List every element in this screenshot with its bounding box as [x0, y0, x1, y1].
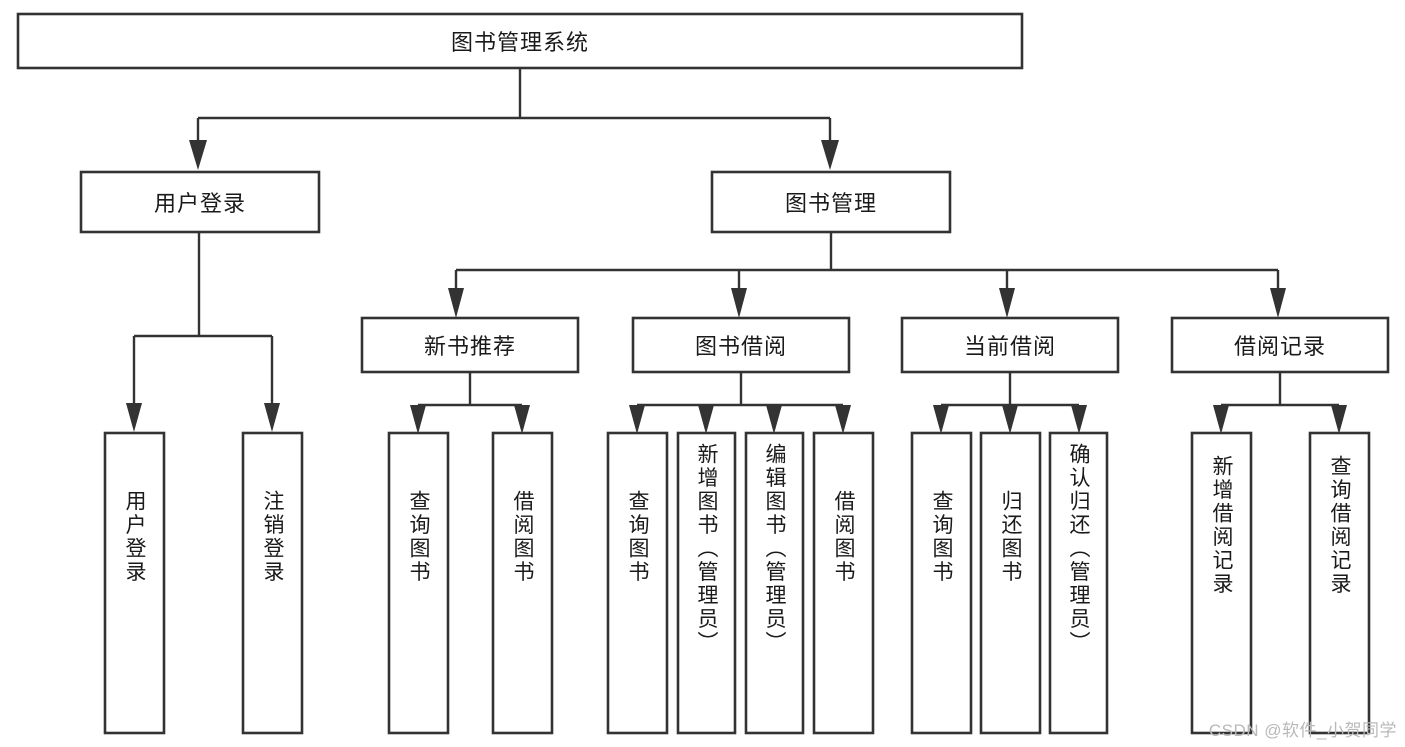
node-leaf-user-login[interactable] — [103, 431, 166, 735]
node-leaf-query-record[interactable] — [1308, 431, 1371, 735]
arrow-head-book-management — [821, 140, 839, 170]
node-leaf-query-book-1[interactable] — [387, 431, 450, 735]
node-user-login[interactable] — [79, 170, 321, 234]
node-leaf-borrow-book-2[interactable] — [812, 431, 875, 735]
node-book-management[interactable] — [710, 170, 952, 234]
node-root[interactable] — [16, 12, 1024, 70]
arrow-head-leaf-user-login — [126, 403, 142, 432]
node-leaf-add-book[interactable] — [676, 431, 737, 735]
node-leaf-edit-book[interactable] — [744, 431, 805, 735]
arrow-head-leaf-query-book-1 — [410, 405, 426, 434]
node-borrow-record[interactable] — [1170, 316, 1390, 374]
node-current-borrow[interactable] — [900, 316, 1120, 374]
node-leaf-query-book-3[interactable] — [910, 431, 973, 735]
arrow-head-leaf-borrow-book-1 — [514, 405, 530, 434]
node-leaf-query-book-2[interactable] — [606, 431, 669, 735]
node-leaf-borrow-book-1[interactable] — [491, 431, 554, 735]
arrow-head-leaf-add-record — [1213, 405, 1229, 434]
node-leaf-confirm-return[interactable] — [1048, 431, 1109, 735]
arrow-head-leaf-query-book-3 — [933, 405, 949, 434]
arrow-head-leaf-query-book-2 — [629, 405, 645, 434]
arrow-head-leaf-confirm-return — [1071, 405, 1087, 434]
node-leaf-user-logout[interactable] — [241, 431, 304, 735]
node-leaf-add-record[interactable] — [1190, 431, 1253, 735]
arrow-head-leaf-borrow-book-2 — [835, 405, 851, 434]
arrow-head-leaf-edit-book — [766, 405, 782, 434]
arrow-head-leaf-user-logout — [264, 403, 280, 432]
arrow-head-leaf-return-book — [1002, 405, 1018, 434]
node-book-borrow[interactable] — [631, 316, 851, 374]
arrow-head-leaf-query-record — [1331, 405, 1347, 434]
arrow-head-new-book-recommend — [448, 288, 464, 318]
arrow-head-user-login — [189, 140, 207, 170]
arrow-head-leaf-add-book — [698, 405, 714, 434]
node-leaf-return-book[interactable] — [979, 431, 1042, 735]
csdn-watermark: CSDN @软件_小贺同学 — [1208, 721, 1397, 740]
arrow-head-book-borrow — [731, 288, 747, 318]
node-new-book-recommend[interactable] — [360, 316, 580, 374]
arrow-head-borrow-record — [1270, 288, 1286, 318]
arrow-head-current-borrow — [999, 288, 1015, 318]
